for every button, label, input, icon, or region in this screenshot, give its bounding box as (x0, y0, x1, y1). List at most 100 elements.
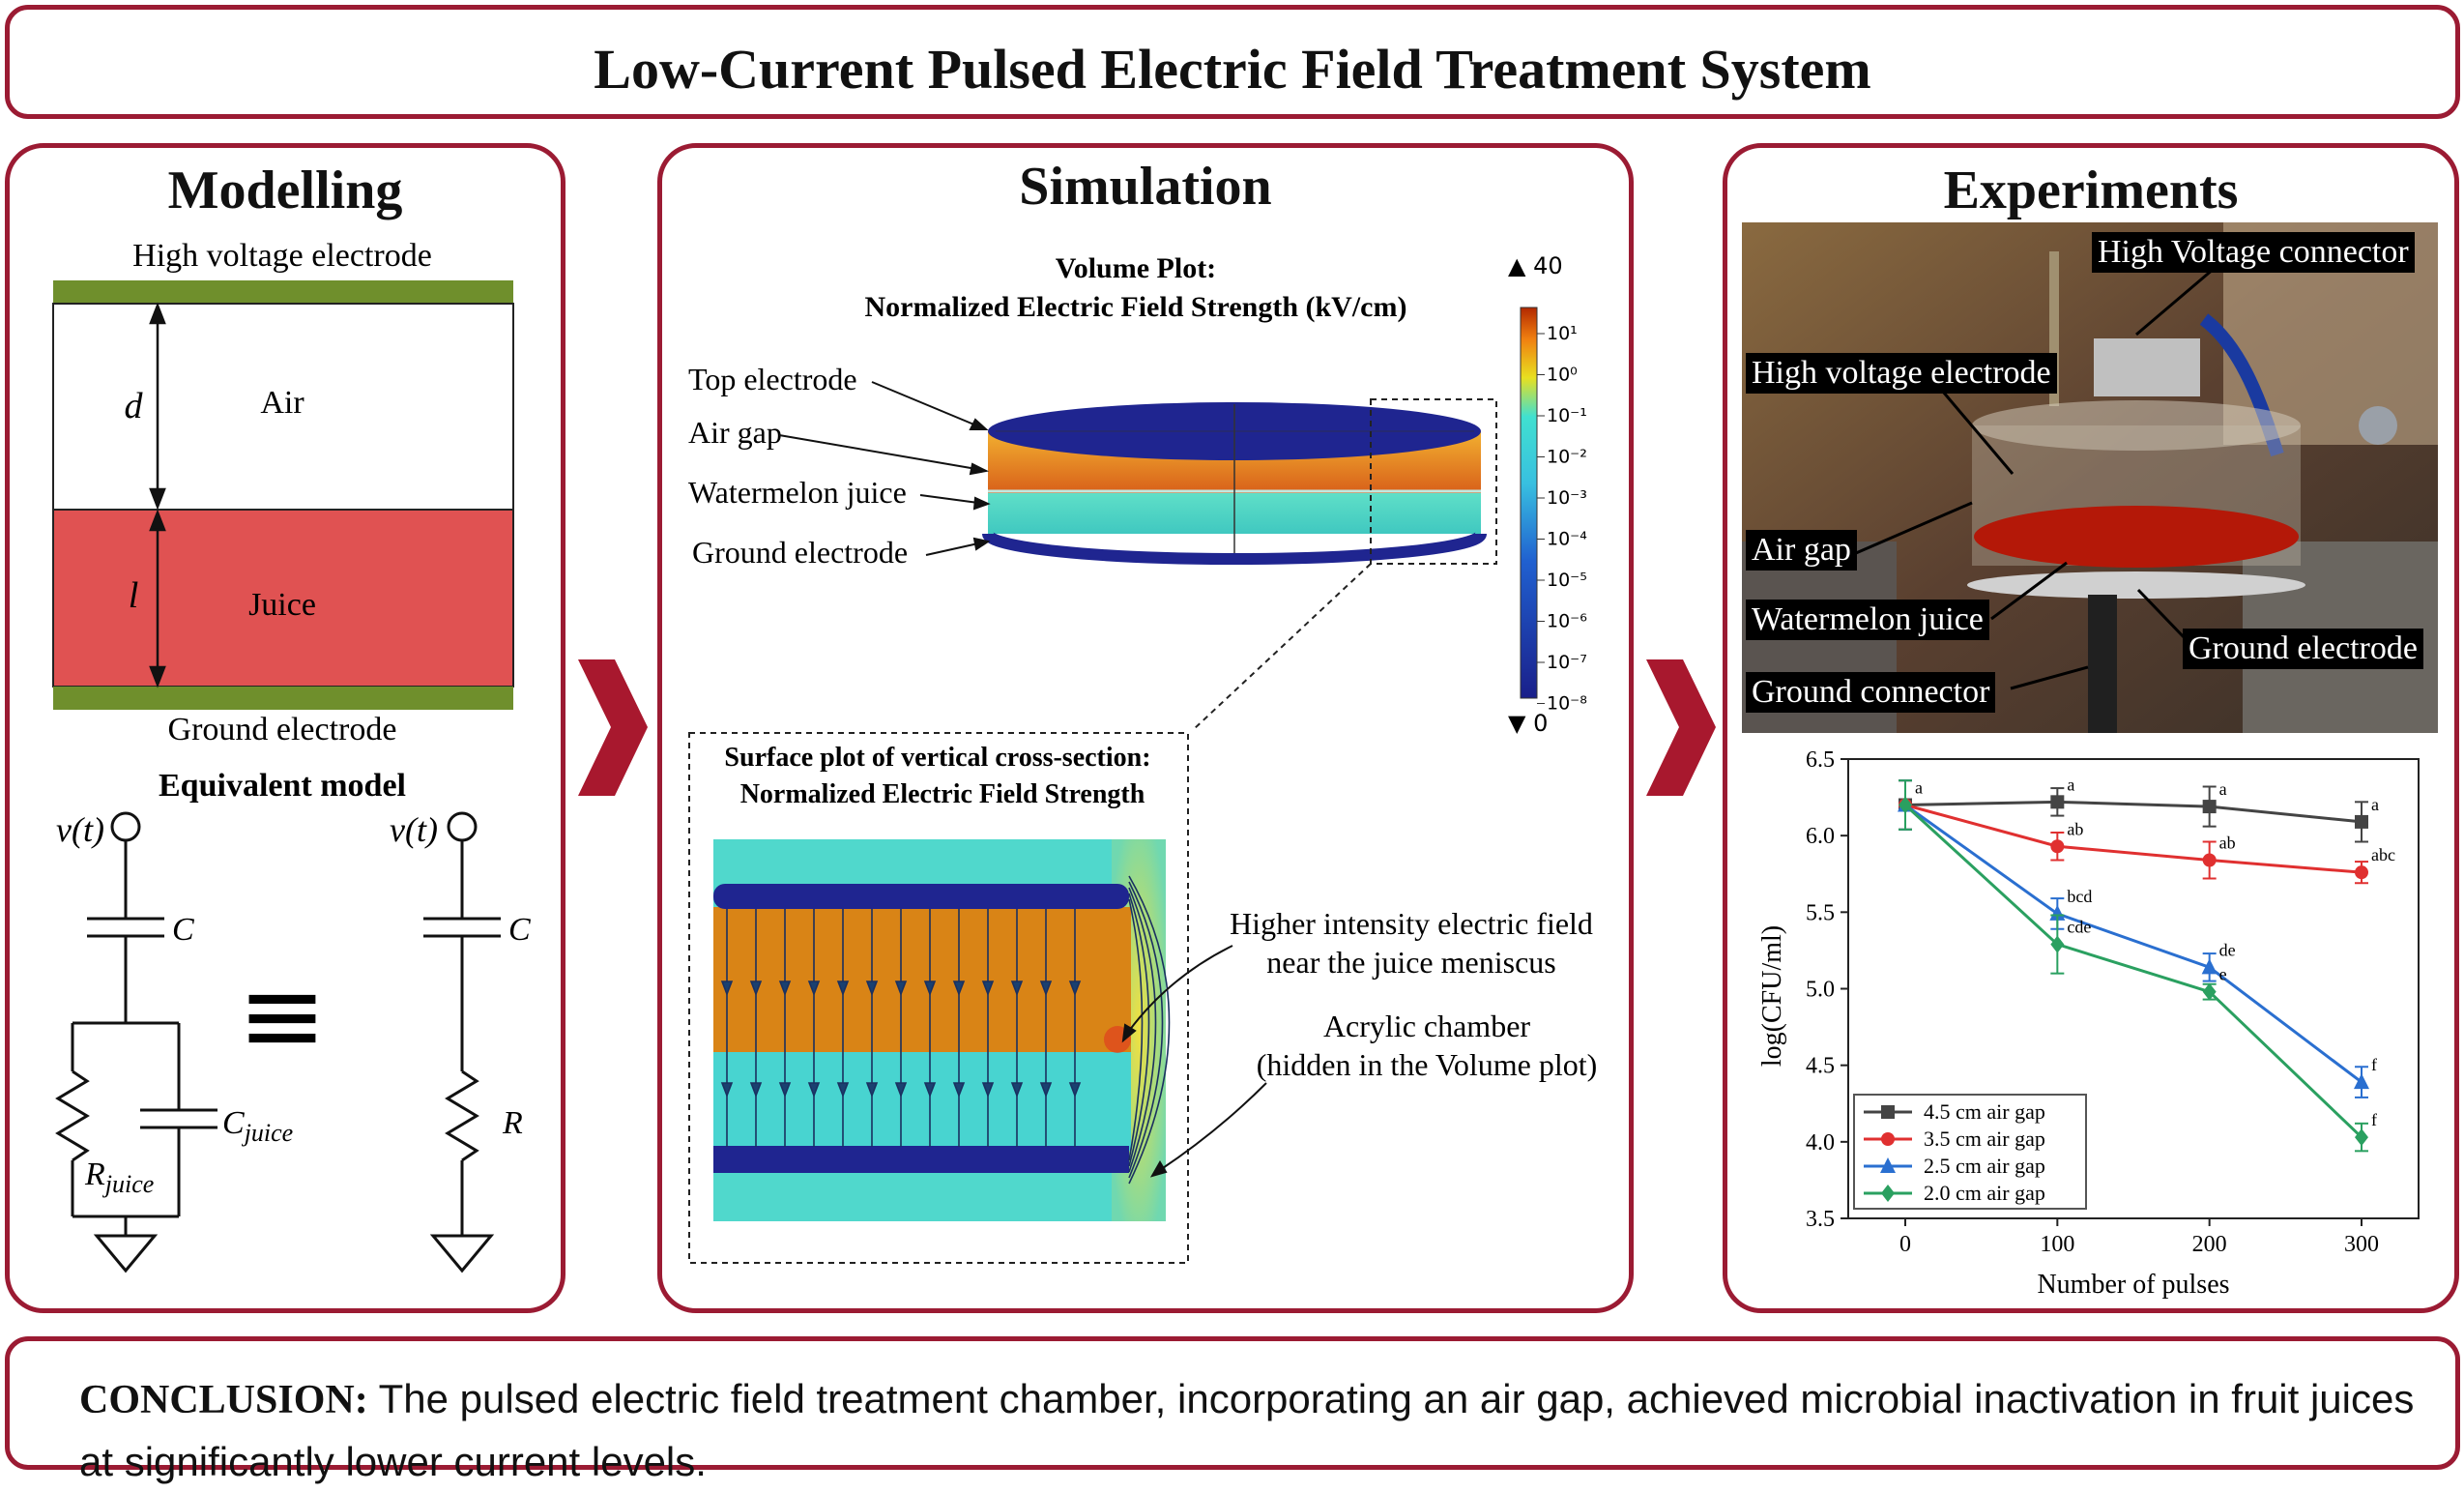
data-point (1881, 1185, 1895, 1202)
photo-knob (2359, 406, 2397, 445)
colorbar-tick-label: 10⁻⁶ (1547, 611, 1587, 632)
field-arrow (836, 1082, 850, 1098)
field-arrow (778, 1082, 792, 1098)
simulation-heading: Simulation (1019, 157, 1272, 217)
data-point (2049, 904, 2066, 921)
colorbar (1520, 307, 1538, 699)
vt-left-label: v(t) (56, 810, 104, 849)
chart-xlabel: Number of pulses (2037, 1270, 2229, 1300)
series-line (1904, 800, 2363, 824)
d-label: d (125, 386, 144, 426)
y-tick-label: 4.5 (1806, 1054, 1835, 1079)
data-point (1881, 1105, 1895, 1119)
series-line (1904, 804, 2363, 1084)
dimension-arrows (149, 302, 166, 688)
data-point (2050, 839, 2065, 854)
significance-letter: f (2371, 1110, 2377, 1129)
air-label: Air (260, 385, 304, 421)
colorbar-tick-label: 10⁻² (1547, 447, 1587, 468)
significance-letter: a (2067, 775, 2074, 794)
significance-letter: abc (2371, 845, 2395, 864)
data-point (2050, 795, 2065, 809)
significance-letter: ab (2219, 834, 2236, 853)
photo-label-watermelon-juice: Watermelon juice (1746, 600, 1989, 640)
field-arrow (807, 981, 821, 997)
vt-right-label: v(t) (390, 810, 438, 849)
colorbar-tick-label: 10⁻³ (1547, 487, 1587, 509)
surface-title-1: Surface plot of vertical cross-section: (724, 743, 1150, 773)
label-top-electrode: Top electrode (688, 362, 857, 396)
volume-plot-title-2: Normalized Electric Field Strength (kV/c… (865, 291, 1407, 323)
significance-letter: bcd (2067, 887, 2092, 906)
data-point (1881, 1132, 1895, 1146)
fringe-field-line (1128, 875, 1171, 1185)
x-tick-label: 100 (2040, 1232, 2074, 1257)
annotation-2b: (hidden in the Volume plot) (1257, 1047, 1598, 1082)
experiments-heading: Experiments (1943, 161, 2239, 220)
significance-letter: a (2219, 779, 2227, 799)
photo-label-air-gap: Air gap (1746, 530, 1857, 571)
field-arrow (865, 1082, 879, 1098)
x-tick-label: 200 (2192, 1232, 2227, 1257)
colorbar-tick-label: 10⁻⁸ (1547, 693, 1587, 715)
data-point (1899, 796, 1912, 814)
field-arrow (981, 1082, 995, 1098)
y-tick-label: 5.5 (1806, 900, 1835, 925)
r-right-label: R (502, 1105, 523, 1141)
surface-annotations: Higher intensity electric field near the… (1230, 906, 1597, 1082)
data-point (2354, 1073, 2369, 1090)
label-ground-electrode: Ground electrode (692, 535, 908, 570)
series-line (1903, 804, 2363, 1139)
colorbar-tick-label: 10⁰ (1547, 365, 1578, 386)
x-tick-label: 0 (1899, 1232, 1911, 1257)
photo-label-ground-connector: Ground connector (1746, 672, 1996, 713)
field-arrow (778, 981, 792, 997)
field-arrow (1039, 1082, 1053, 1098)
significance-letter: cde (2067, 918, 2091, 937)
annotation-2a: Acrylic chamber (1323, 1009, 1530, 1043)
conclusion-banner: CONCLUSION: The pulsed electric field tr… (5, 1336, 2460, 1484)
significance-letter: f (2371, 1055, 2377, 1074)
photo-label-hv-electrode: High voltage electrode (1746, 353, 2057, 394)
colorbar-tick-label: 10⁻⁷ (1547, 652, 1587, 673)
label-watermelon-juice: Watermelon juice (688, 475, 907, 510)
colorbar-tick-label: 10⁻¹ (1547, 405, 1587, 426)
colorbar-max: ▲ 40 (1508, 252, 1563, 279)
data-point (2355, 865, 2368, 880)
surface-plot (713, 839, 1171, 1221)
field-arrow (1068, 981, 1082, 997)
field-arrow (720, 1082, 734, 1098)
data-point (2355, 814, 2368, 829)
photo-ground-post (2088, 595, 2117, 733)
data-point (2202, 800, 2217, 814)
modelling-heading: Modelling (167, 161, 403, 220)
page-title: Low-Current Pulsed Electric Field Treatm… (594, 38, 1871, 101)
zoom-line-left (1193, 563, 1372, 730)
field-arrow (923, 1082, 937, 1098)
field-arrow (807, 1082, 821, 1098)
label-air-gap: Air gap (688, 415, 782, 450)
hv-electrode-bar (53, 280, 513, 304)
field-arrow (1010, 981, 1024, 997)
c-left-label: C (172, 912, 194, 948)
data-point (2202, 853, 2217, 867)
colorbar-tick-label: 10¹ (1547, 323, 1578, 344)
r-juice-label: Rjuice (84, 1156, 154, 1198)
legend-label: 2.0 cm air gap (1924, 1181, 2045, 1205)
fringe-field-line (1128, 898, 1144, 1161)
equivalent-model-label: Equivalent model (159, 768, 406, 804)
field-arrow (836, 981, 850, 997)
field-arrow (1039, 981, 1053, 997)
volume-plot-disc (982, 402, 1487, 565)
annotation-1b: near the juice meniscus (1266, 945, 1555, 980)
field-arrow (894, 1082, 908, 1098)
field-arrow (720, 981, 734, 997)
data-point (2355, 1128, 2368, 1147)
field-arrow (981, 981, 995, 997)
fringe-field-line (1128, 881, 1164, 1179)
legend-label: 4.5 cm air gap (1924, 1099, 2045, 1124)
